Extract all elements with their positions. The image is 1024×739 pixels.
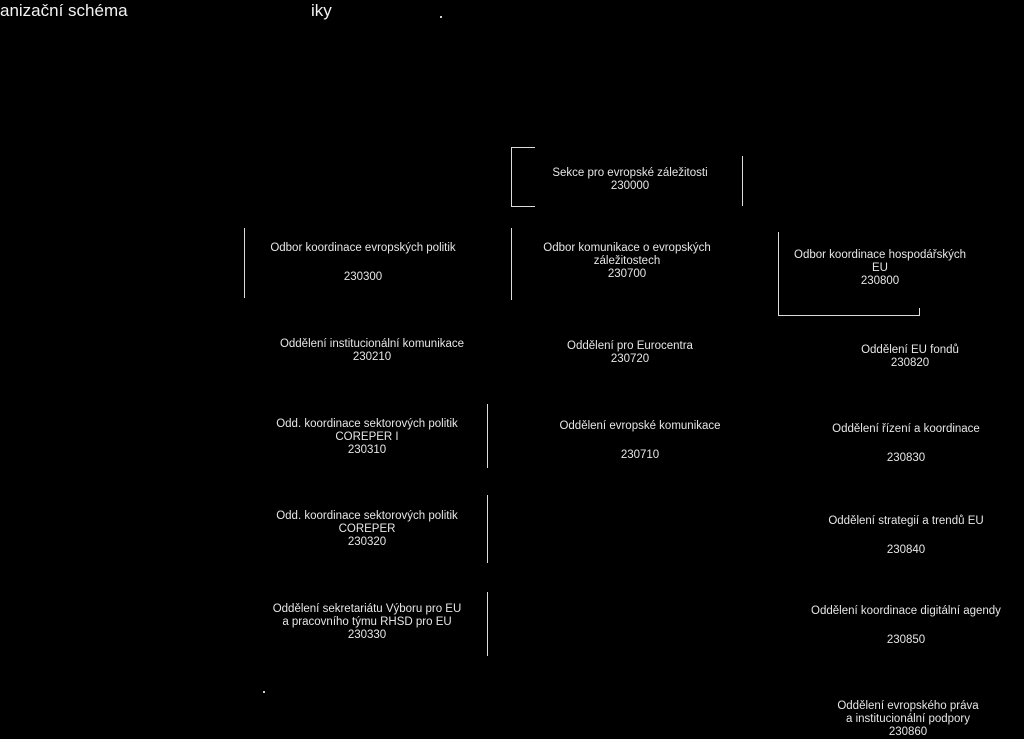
unit-box-230310: Odd. koordinace sektorových politik CORE…: [252, 418, 482, 457]
unit-box-230320: Odd. koordinace sektorových politik CORE…: [252, 510, 482, 549]
department-name: záležitostech: [593, 255, 661, 267]
department-box-230300: Odbor koordinace evropských politik 2303…: [248, 242, 478, 284]
unit-box-230720: Oddělení pro Eurocentra 230720: [530, 340, 730, 366]
department-name: Odbor koordinace hospodářských: [794, 249, 966, 261]
department-code: 230700: [607, 268, 647, 280]
bracket-line: [511, 206, 535, 207]
speck: [440, 16, 442, 18]
section-name: Sekce pro evropské záležitosti: [552, 167, 708, 179]
unit-box-230830: Oddělení řízení a koordinace 230830: [806, 423, 1006, 465]
unit-code: 230820: [890, 357, 930, 369]
department-name: Odbor komunikace o evropských: [543, 242, 711, 254]
box-line: [487, 592, 488, 656]
unit-name: COREPER: [338, 523, 396, 535]
unit-name: COREPER I: [335, 431, 399, 443]
box-line: [487, 495, 488, 563]
unit-name: Oddělení institucionální komunikace: [279, 338, 465, 350]
box-line: [778, 232, 779, 316]
page-title-fragment-middle: iky: [311, 1, 332, 20]
box-line: [919, 308, 920, 316]
unit-name: Oddělení evropského práva: [837, 700, 979, 712]
unit-box-230330: Oddělení sekretariátu Výboru pro EU a pr…: [252, 603, 482, 642]
unit-name: a pracovního týmu RHSD pro EU: [282, 616, 452, 628]
unit-name: Odd. koordinace sektorových politik: [276, 510, 458, 522]
unit-code: 230310: [347, 444, 387, 456]
unit-name: a institucionální podpory: [845, 713, 971, 725]
bracket-line: [511, 147, 512, 207]
department-name: EU: [872, 262, 888, 274]
unit-name: Oddělení koordinace digitální agendy: [811, 605, 1001, 617]
unit-code: 230710: [620, 449, 660, 461]
box-line: [511, 228, 512, 300]
unit-box-230210: Oddělení institucionální komunikace 2302…: [257, 338, 487, 364]
department-box-230800: Odbor koordinace hospodářských EU 230800: [780, 249, 980, 288]
unit-code: 230320: [347, 536, 387, 548]
department-code: 230300: [343, 271, 383, 283]
unit-code: 230210: [352, 351, 392, 363]
unit-name: Oddělení EU fondů: [861, 344, 959, 356]
unit-name: Oddělení pro Eurocentra: [567, 340, 693, 352]
unit-name: Oddělení strategií a trendů EU: [828, 515, 984, 527]
box-line: [487, 404, 488, 468]
unit-box-230820: Oddělení EU fondů 230820: [810, 344, 1010, 370]
department-code: 230800: [860, 275, 900, 287]
section-code: 230000: [610, 180, 650, 192]
bracket-line: [511, 147, 535, 148]
unit-box-230710: Oddělení evropské komunikace 230710: [530, 420, 750, 462]
bracket-line: [742, 156, 743, 206]
unit-box-230860: Oddělení evropského práva a institucioná…: [808, 700, 1008, 739]
unit-code: 230720: [610, 353, 650, 365]
box-line: [778, 315, 920, 316]
section-box: Sekce pro evropské záležitosti 230000: [520, 167, 740, 193]
unit-code: 230330: [347, 629, 387, 641]
unit-code: 230840: [886, 544, 926, 556]
box-line: [244, 228, 245, 298]
page-title-fragment: anizační schéma: [0, 1, 128, 20]
unit-name: Odd. koordinace sektorových politik: [276, 418, 458, 430]
unit-name: Oddělení sekretariátu Výboru pro EU: [272, 603, 462, 615]
unit-code: 230830: [886, 452, 926, 464]
unit-box-230840: Oddělení strategií a trendů EU 230840: [806, 515, 1006, 557]
unit-name: Oddělení evropské komunikace: [559, 420, 721, 432]
unit-code: 230860: [888, 726, 928, 738]
unit-name: Oddělení řízení a koordinace: [832, 423, 980, 435]
speck: [263, 691, 265, 693]
department-box-230700: Odbor komunikace o evropských záležitost…: [515, 242, 739, 281]
unit-box-230850: Oddělení koordinace digitální agendy 230…: [796, 605, 1016, 647]
department-name: Odbor koordinace evropských politik: [270, 242, 456, 254]
unit-code: 230850: [886, 634, 926, 646]
